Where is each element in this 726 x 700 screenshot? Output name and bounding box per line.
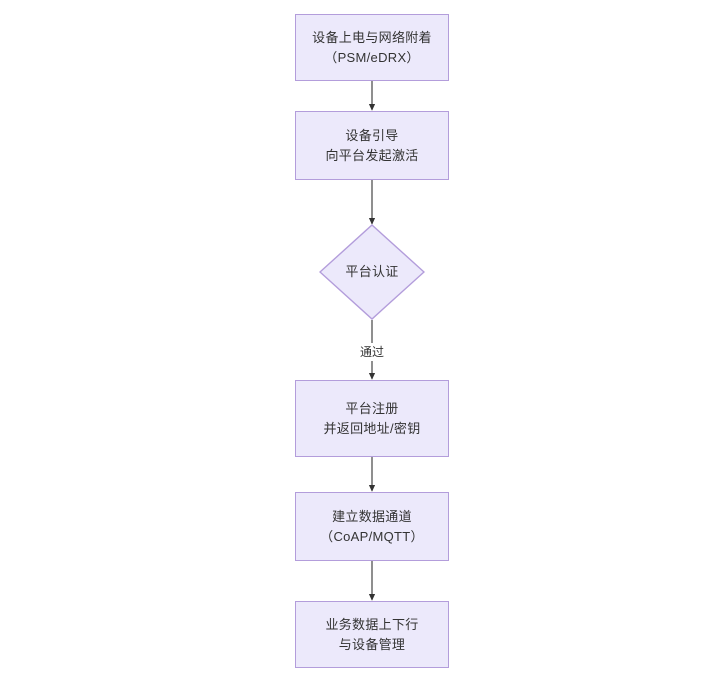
flowchart-node-business-data[interactable]: 业务数据上下行 与设备管理 xyxy=(295,601,449,668)
node-text-line: （CoAP/MQTT） xyxy=(320,528,424,544)
node-text-line: 并返回地址/密钥 xyxy=(323,420,421,436)
node-text-line: 平台认证 xyxy=(345,264,399,279)
diamond-shape xyxy=(319,224,425,320)
flowchart-node-device-bootstrap[interactable]: 设备引导 向平台发起激活 xyxy=(295,111,449,180)
node-text-line: 向平台发起激活 xyxy=(325,147,419,163)
flowchart-node-platform-registration[interactable]: 平台注册 并返回地址/密钥 xyxy=(295,380,449,457)
flowchart-node-data-channel[interactable]: 建立数据通道 （CoAP/MQTT） xyxy=(295,492,449,561)
node-text-line: 设备上电与网络附着 xyxy=(312,29,432,45)
edge-label-pass: 通过 xyxy=(356,343,388,361)
node-text-line: 与设备管理 xyxy=(338,636,406,652)
flowchart-node-device-power-on[interactable]: 设备上电与网络附着 （PSM/eDRX） xyxy=(295,14,449,81)
flowchart-node-platform-auth-decision[interactable]: 平台认证 xyxy=(319,224,425,320)
node-text-line: 建立数据通道 xyxy=(332,508,412,524)
node-text-line: （PSM/eDRX） xyxy=(324,49,420,65)
node-text-line: 设备引导 xyxy=(345,127,399,143)
node-text-line: 业务数据上下行 xyxy=(325,616,419,632)
node-text-line: 平台注册 xyxy=(345,400,399,416)
